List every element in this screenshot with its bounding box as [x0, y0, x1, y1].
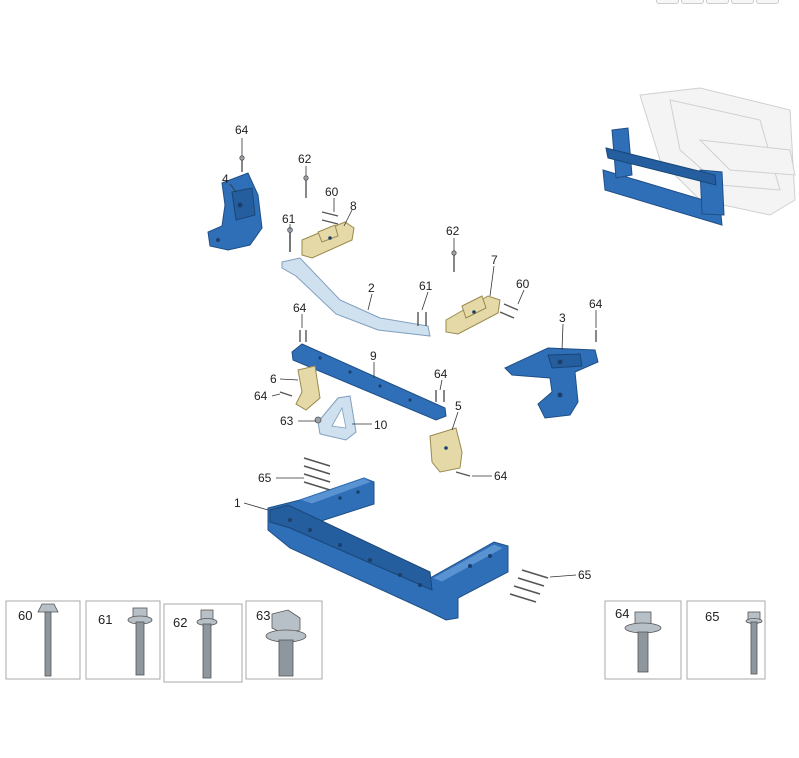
part-10-bracket[interactable]	[317, 395, 357, 441]
legend-label: 65	[705, 609, 719, 624]
legend-label: 62	[173, 615, 187, 630]
flange-bolt-icon	[634, 611, 652, 625]
part-8-bracket[interactable]	[301, 221, 355, 259]
callout-62: 62	[298, 152, 312, 166]
legend-label: 63	[256, 608, 270, 623]
part-5-bracket[interactable]	[429, 427, 463, 473]
callout-1: 1	[234, 496, 241, 510]
callout-63: 63	[280, 414, 294, 428]
callout-62: 62	[446, 224, 460, 238]
bolt-icon	[37, 603, 59, 613]
callout-61: 61	[419, 279, 433, 293]
toolbar-button[interactable]	[756, 0, 779, 4]
toolbar-button[interactable]	[656, 0, 679, 4]
part-6-bracket[interactable]	[295, 365, 321, 411]
hex-bolt-icon	[271, 609, 301, 635]
callout-61: 61	[282, 212, 296, 226]
toolbar-button[interactable]	[706, 0, 729, 4]
callout-65: 65	[578, 568, 592, 582]
callout-64: 64	[254, 389, 268, 403]
callout-60: 60	[516, 277, 530, 291]
callout-3: 3	[559, 311, 566, 325]
callout-6: 6	[270, 372, 277, 386]
callout-60: 60	[325, 185, 339, 199]
callout-labels: 64 4 62 60 8 61 2 62 7 61 60 64 3 64 9 6…	[222, 123, 603, 582]
legend-item-61[interactable]: 61	[85, 600, 161, 680]
legend-item-60[interactable]: 60	[5, 600, 81, 680]
part-3-bracket[interactable]	[504, 347, 599, 419]
vehicle-locator-thumbnail	[602, 87, 796, 226]
legend-item-62[interactable]: 62	[163, 603, 243, 683]
callout-7: 7	[491, 253, 498, 267]
callout-5: 5	[455, 399, 462, 413]
callout-8: 8	[350, 199, 357, 213]
callout-2: 2	[368, 281, 375, 295]
part-4-bracket[interactable]	[207, 172, 263, 251]
part-9-crossmember[interactable]	[291, 343, 447, 421]
callout-10: 10	[374, 418, 388, 432]
callout-64: 64	[494, 469, 508, 483]
hardware-legend: 60 61 62 63	[5, 600, 766, 683]
callout-4: 4	[222, 172, 229, 186]
callout-64: 64	[235, 123, 249, 137]
part-7-bracket[interactable]	[445, 295, 501, 335]
toolbar-button[interactable]	[681, 0, 704, 4]
legend-item-64[interactable]: 64	[604, 600, 682, 680]
part-2-reinforcement-bar[interactable]	[281, 257, 431, 337]
callout-65: 65	[258, 471, 272, 485]
part-1-bumper-beam[interactable]	[267, 477, 509, 621]
legend-label: 60	[18, 608, 32, 623]
legend-item-63[interactable]: 63	[245, 600, 323, 680]
legend-item-65[interactable]: 65	[686, 600, 766, 680]
toolbar-button[interactable]	[731, 0, 754, 4]
leader-lines	[229, 138, 597, 578]
legend-label: 61	[98, 612, 112, 627]
callout-64: 64	[589, 297, 603, 311]
callout-9: 9	[370, 349, 377, 363]
callout-64: 64	[293, 301, 307, 315]
legend-label: 64	[615, 606, 629, 621]
callout-64: 64	[434, 367, 448, 381]
